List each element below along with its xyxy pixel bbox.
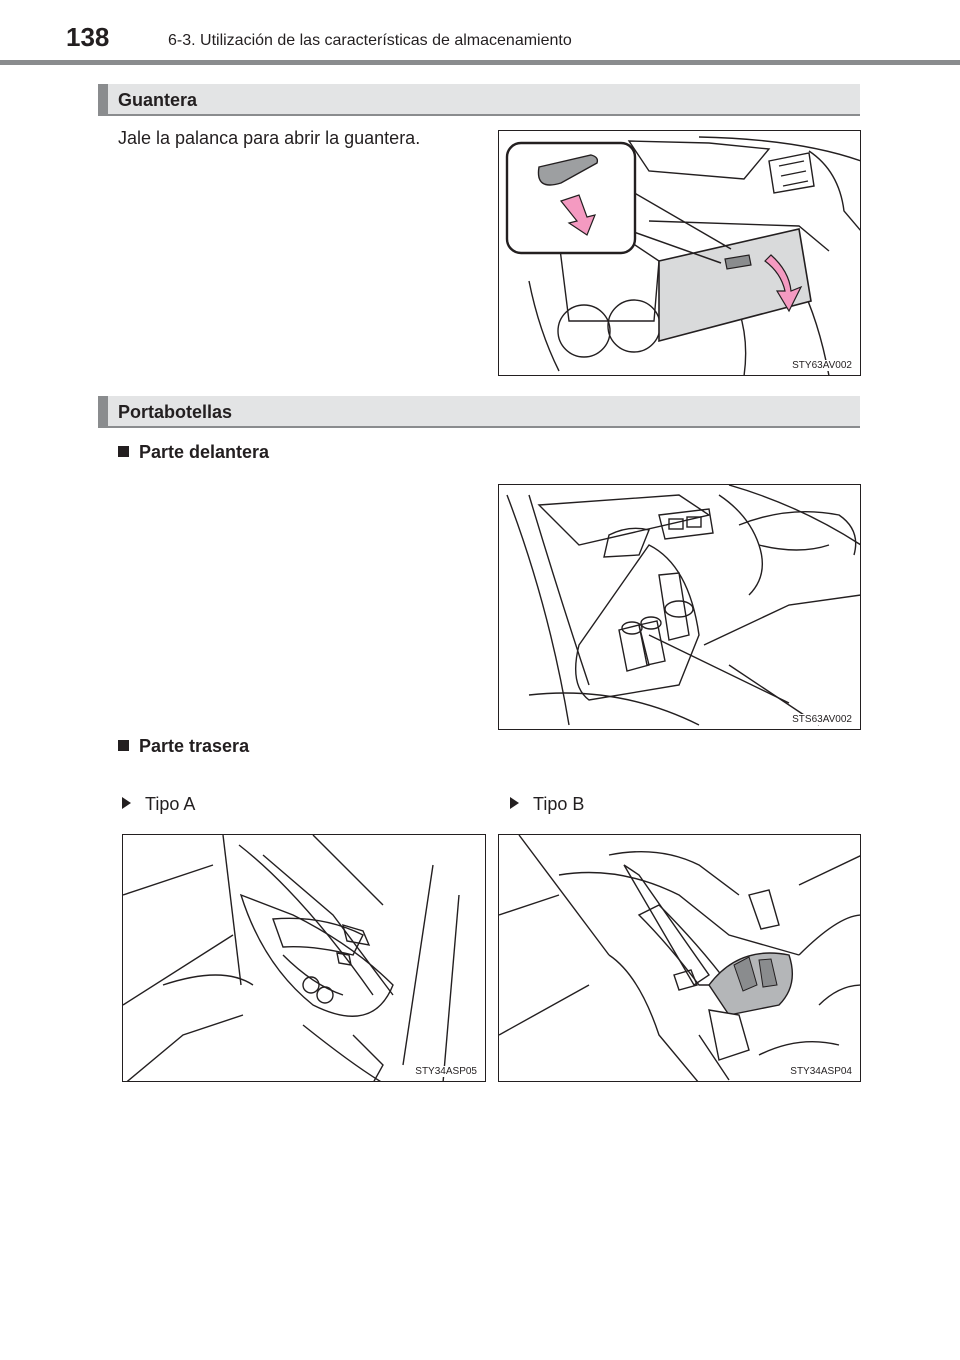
subheading-front: Parte delantera <box>118 442 269 463</box>
subheading-text: Parte delantera <box>139 442 270 462</box>
section-heading-portabotellas: Portabotellas <box>98 396 860 428</box>
section-title: Guantera <box>118 90 198 110</box>
glovebox-instruction: Jale la palanca para abrir la guantera. <box>118 128 421 148</box>
rear-type-b-illustration: STY34ASP04 <box>498 834 861 1082</box>
glovebox-illustration: STY63AV002 <box>498 130 861 376</box>
section-title: Portabotellas <box>118 402 233 422</box>
rear-type-a-illustration: STY34ASP05 <box>122 834 486 1082</box>
page-number: 138 <box>66 22 110 52</box>
subheading-rear: Parte trasera <box>118 736 249 757</box>
type-a-label: Tipo A <box>122 794 195 815</box>
figure-code: STY63AV002 <box>790 360 854 371</box>
chapter-title: 6-3. Utilización de las características … <box>168 32 572 49</box>
glovebox-drawing <box>505 136 860 375</box>
rear-door-type-a-drawing <box>123 835 460 1081</box>
header-rule <box>0 60 960 65</box>
square-bullet-icon <box>118 740 129 751</box>
triangle-bullet-icon <box>510 797 519 809</box>
square-bullet-icon <box>118 446 129 457</box>
subheading-text: Parte trasera <box>139 736 250 756</box>
figure-code: STY34ASP04 <box>788 1066 854 1077</box>
figure-code: STS63AV002 <box>790 714 854 725</box>
section-heading-guantera: Guantera <box>98 84 860 116</box>
type-b-label: Tipo B <box>510 794 584 815</box>
rear-console-type-b-drawing <box>499 835 860 1081</box>
figure-code: STY34ASP05 <box>413 1066 479 1077</box>
type-a-text: Tipo A <box>145 794 196 814</box>
front-bottle-holder-illustration: STS63AV002 <box>498 484 861 730</box>
triangle-bullet-icon <box>122 797 131 809</box>
type-b-text: Tipo B <box>533 794 585 814</box>
front-door-drawing <box>506 485 860 726</box>
